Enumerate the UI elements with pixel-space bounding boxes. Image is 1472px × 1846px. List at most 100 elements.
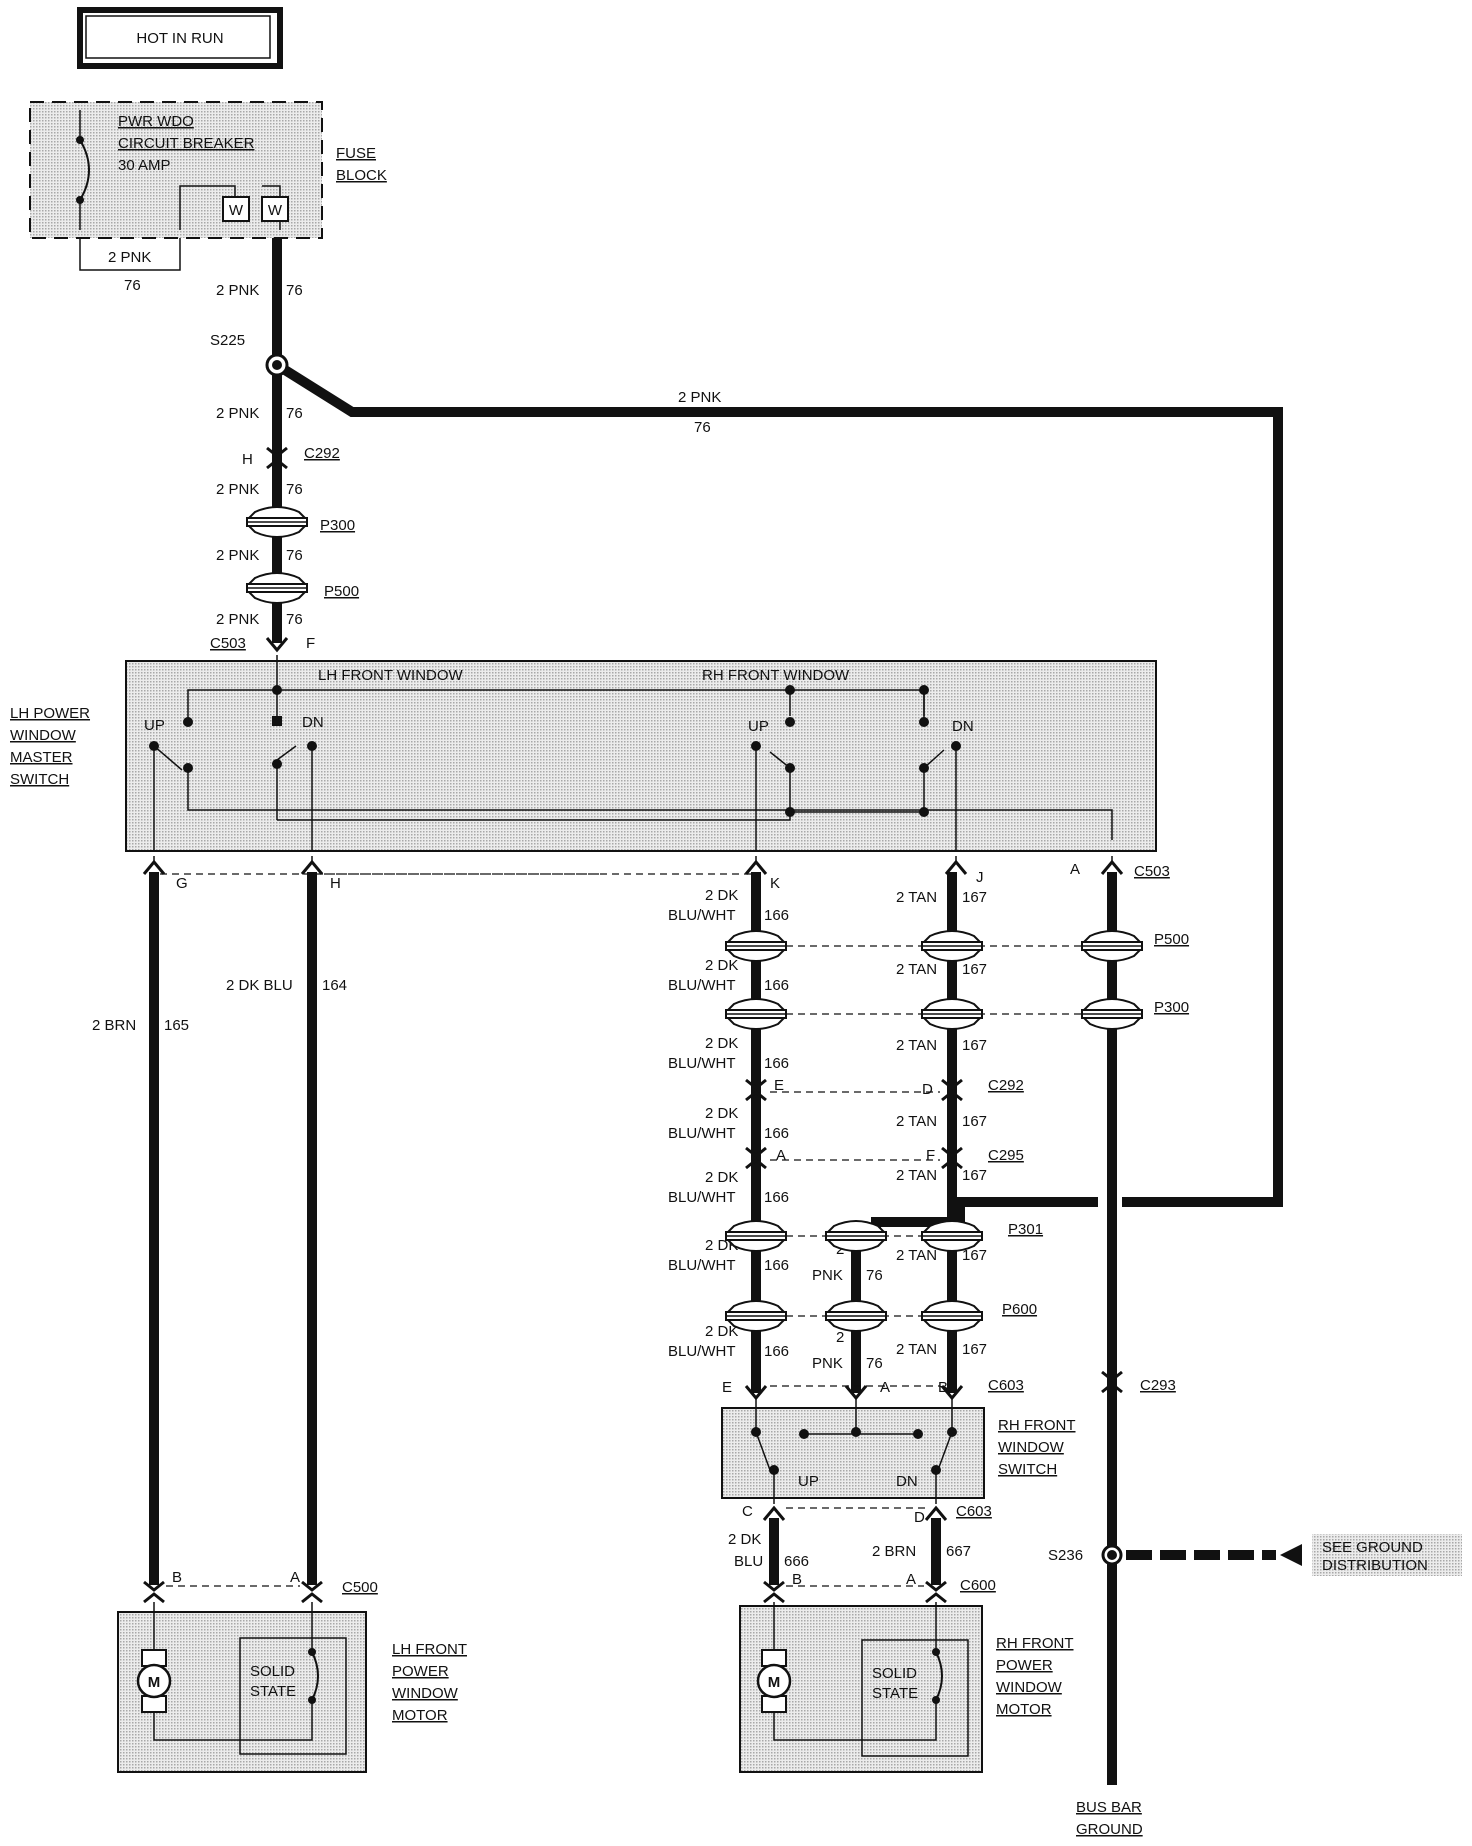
svg-text:BLU/WHT: BLU/WHT xyxy=(668,1125,736,1142)
rh-motor-name-3: WINDOW xyxy=(996,1679,1063,1696)
svg-text:PNK: PNK xyxy=(812,1267,843,1284)
svg-text:B: B xyxy=(172,1569,182,1586)
p300-connector xyxy=(246,506,308,538)
lh-front-window-label: LH FRONT WINDOW xyxy=(318,667,464,684)
c603-bottom-label: C603 xyxy=(956,1503,992,1520)
svg-text:76: 76 xyxy=(286,481,303,498)
brn-165-wire: 2 BRN 165 xyxy=(92,872,189,1585)
rh-window-switch: UP DN RH FRONT WINDOW SWITCH xyxy=(721,1398,1076,1504)
svg-text:165: 165 xyxy=(164,1017,189,1034)
breaker-label-2: CIRCUIT BREAKER xyxy=(118,135,255,152)
c293-label: C293 xyxy=(1140,1377,1176,1394)
breaker-label-3: 30 AMP xyxy=(118,157,171,174)
rh-motor-name-1: RH FRONT xyxy=(996,1635,1074,1652)
p301-label: P301 xyxy=(1008,1221,1043,1238)
terminal-w2 xyxy=(261,196,289,222)
svg-text:167: 167 xyxy=(962,1247,987,1264)
c503-bottom-connector: G H K J A C503 xyxy=(142,856,1170,892)
svg-text:76: 76 xyxy=(286,611,303,628)
svg-text:M: M xyxy=(768,1674,781,1691)
lh-motor-name-2: POWER xyxy=(392,1663,449,1680)
brn-667-wire: 2 BRN 667 xyxy=(872,1518,971,1585)
svg-text:BLU/WHT: BLU/WHT xyxy=(668,907,736,924)
svg-text:2 PNK: 2 PNK xyxy=(216,282,259,299)
svg-text:2 PNK: 2 PNK xyxy=(678,389,721,406)
svg-text:2 BRN: 2 BRN xyxy=(92,1017,136,1034)
dkblu-164-wire: 2 DK BLU 164 xyxy=(226,872,347,1585)
svg-text:H: H xyxy=(242,451,253,468)
master-switch-name-1: LH POWER xyxy=(10,705,90,722)
svg-text:W: W xyxy=(268,202,283,219)
s225-label: S225 xyxy=(210,332,245,349)
svg-text:2 DK: 2 DK xyxy=(705,887,738,904)
svg-text:76: 76 xyxy=(694,419,711,436)
svg-text:167: 167 xyxy=(962,1037,987,1054)
svg-text:C: C xyxy=(742,1503,753,1520)
svg-text:2 PNK: 2 PNK xyxy=(216,611,259,628)
svg-text:A: A xyxy=(776,1147,786,1164)
hot-in-run-box: HOT IN RUN xyxy=(77,7,283,69)
fuse-block: PWR WDO CIRCUIT BREAKER 30 AMP W W FUSE … xyxy=(29,101,387,294)
rh-front-window-label: RH FRONT WINDOW xyxy=(702,667,850,684)
motor-icon xyxy=(756,1663,792,1699)
master-switch-name-3: MASTER xyxy=(10,749,73,766)
svg-text:SOLID: SOLID xyxy=(250,1663,295,1680)
svg-text:2 DK: 2 DK xyxy=(705,1169,738,1186)
bus-bar-ground: BUS BAR GROUND xyxy=(1076,1799,1143,1838)
bus-bar-label-2: GROUND xyxy=(1076,1821,1143,1838)
master-switch-name-4: SWITCH xyxy=(10,771,69,788)
see-ground-label-1: SEE GROUND xyxy=(1322,1539,1423,1556)
svg-text:2 TAN: 2 TAN xyxy=(896,1167,937,1184)
svg-text:2 PNK: 2 PNK xyxy=(216,547,259,564)
c503-bottom-label: C503 xyxy=(1134,863,1170,880)
svg-text:BLU/WHT: BLU/WHT xyxy=(668,1055,736,1072)
svg-text:G: G xyxy=(176,875,188,892)
svg-text:167: 167 xyxy=(962,889,987,906)
svg-text:76: 76 xyxy=(286,282,303,299)
svg-text:STATE: STATE xyxy=(872,1685,918,1702)
p300-right-label: P300 xyxy=(1154,999,1189,1016)
svg-text:2 DK: 2 DK xyxy=(705,1105,738,1122)
master-switch-name-2: WINDOW xyxy=(10,727,77,744)
p600-label: P600 xyxy=(1002,1301,1037,1318)
svg-text:E: E xyxy=(722,1379,732,1396)
svg-text:BLU/WHT: BLU/WHT xyxy=(668,1257,736,1274)
c603-top-label: C603 xyxy=(988,1377,1024,1394)
arrow-left-icon xyxy=(1280,1544,1302,1566)
lh-dn-label: DN xyxy=(302,714,324,731)
rh-motor-name-4: MOTOR xyxy=(996,1701,1052,1718)
see-ground-label-2: DISTRIBUTION xyxy=(1322,1557,1428,1574)
svg-text:D: D xyxy=(922,1081,933,1098)
svg-text:W: W xyxy=(229,202,244,219)
svg-text:76: 76 xyxy=(124,277,141,294)
svg-text:STATE: STATE xyxy=(250,1683,296,1700)
svg-text:2: 2 xyxy=(836,1241,844,1258)
svg-text:A: A xyxy=(906,1571,916,1588)
svg-text:A: A xyxy=(290,1569,300,1586)
svg-text:166: 166 xyxy=(764,977,789,994)
c600-label: C600 xyxy=(960,1577,996,1594)
c292-right-label: C292 xyxy=(988,1077,1024,1094)
c500-label: C500 xyxy=(342,1579,378,1596)
svg-text:2 PNK: 2 PNK xyxy=(216,481,259,498)
svg-text:E: E xyxy=(774,1077,784,1094)
svg-text:666: 666 xyxy=(784,1553,809,1570)
rh-switch-name-3: SWITCH xyxy=(998,1461,1057,1478)
lh-master-switch: LH FRONT WINDOW RH FRONT WINDOW UP DN UP… xyxy=(10,655,1157,852)
rh-switch-name-2: WINDOW xyxy=(998,1439,1065,1456)
rh-switch-name-1: RH FRONT xyxy=(998,1417,1076,1434)
svg-text:PNK: PNK xyxy=(812,1355,843,1372)
blu-666-wire: 2 DK BLU 666 xyxy=(728,1518,809,1585)
c603-top-connector: E A B C603 xyxy=(722,1377,1024,1400)
svg-text:2 TAN: 2 TAN xyxy=(896,889,937,906)
lh-up-label: UP xyxy=(144,717,165,734)
svg-text:166: 166 xyxy=(764,1343,789,1360)
c603-bottom-connector: C D C603 xyxy=(742,1503,992,1526)
circuit-breaker-icon xyxy=(79,139,90,201)
lh-motor-name-3: WINDOW xyxy=(392,1685,459,1702)
svg-text:B: B xyxy=(792,1571,802,1588)
svg-text:2 TAN: 2 TAN xyxy=(896,1247,937,1264)
hot-in-run-label: HOT IN RUN xyxy=(136,30,223,47)
p500-right-label: P500 xyxy=(1154,931,1189,948)
svg-text:2 TAN: 2 TAN xyxy=(896,1037,937,1054)
